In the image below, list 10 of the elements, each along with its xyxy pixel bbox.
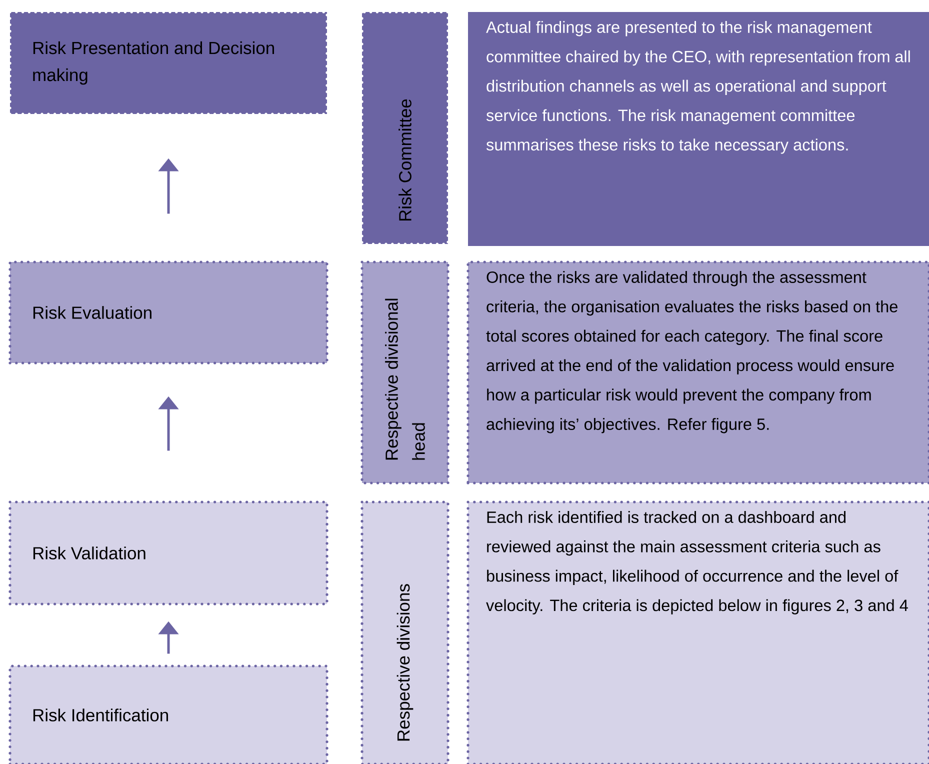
role-box: Respective divisions — [360, 500, 450, 764]
process-box: Risk Validation — [8, 500, 328, 606]
description-box: Each risk identified is tracked on a dashboard and reviewed against the main assessment criteria such as business impact, likelihood of occurrence and the level of velocity. The criteria is depicted below in figures 2, 3 and 4 — [466, 500, 929, 764]
role-box: Respective divisional head — [360, 260, 450, 484]
description-box: Once the risks are validated through the assessment criteria, the organisation evaluates the risks based on the total scores obtained for each category. The final score arrived at the end of the validation process would ensure how a particular risk would prevent the company from achieving its’ objectives. Refer figure 5. — [466, 260, 929, 484]
process-box: Risk Identification — [8, 664, 328, 764]
role-box: Risk Committee — [360, 10, 450, 246]
process-box: Risk Evaluation — [8, 260, 328, 364]
process-box: Risk Presentation and Decision making — [8, 10, 328, 116]
description-box: Actual findings are presented to the risk management committee chaired by the CEO, with representation from all distribution channels as well as operational and support service functions. The risk management committee summarises these risks to take necessary actions. — [468, 12, 929, 246]
